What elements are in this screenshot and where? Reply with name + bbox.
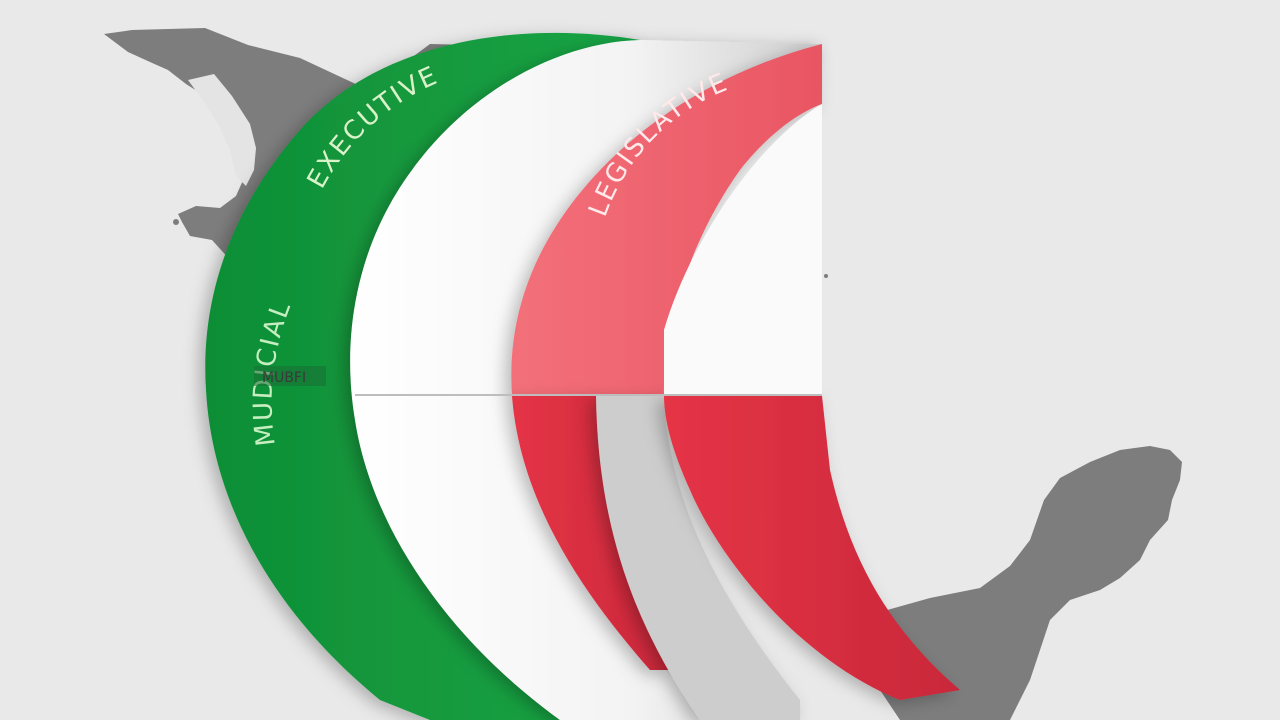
red-right-band [664,396,960,700]
legislative-arc-shape [511,44,822,396]
small-caption-bg [254,366,326,386]
white-ring [350,40,822,720]
small-caption-badge: MUBFI [254,366,326,386]
small-caption: MUBFI [262,370,306,386]
red-lower-band [512,396,670,670]
map-gulf [188,74,256,186]
red-lower-shape-a [512,396,670,670]
inner-grey-band [596,396,800,720]
green-arc-shape [205,32,640,720]
inner-grey-shape [596,396,800,720]
map-dot [824,274,828,278]
white-panel-shape [664,104,822,396]
white-arc-shape [350,40,822,720]
white-panel [664,104,822,396]
legislative-ring [511,44,822,396]
map-island [173,219,179,225]
map-south-region [880,446,1182,720]
green-ring [205,32,640,720]
red-right-shape [664,396,960,700]
